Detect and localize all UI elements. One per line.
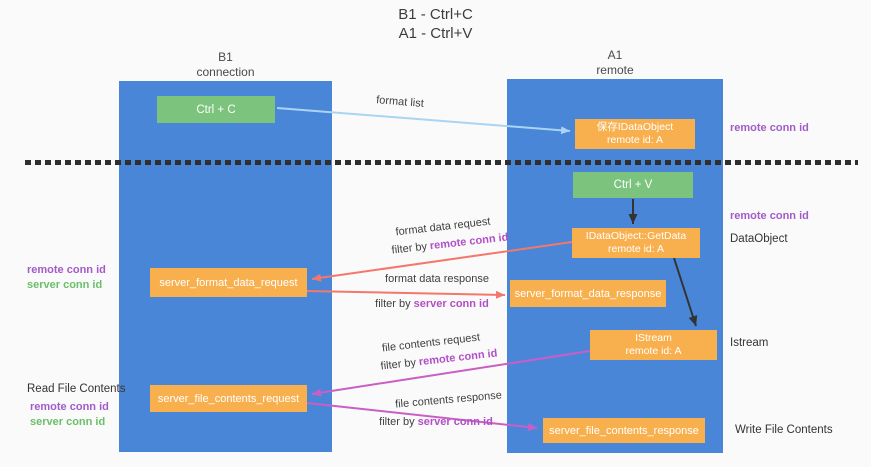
node-ctrl-v: Ctrl + V — [573, 172, 693, 198]
node-idataobject-getdata-line1: IDataObject::GetData — [585, 230, 687, 242]
node-idataobject-getdata-line2: remote id: A — [607, 243, 665, 255]
filter-by-text: filter by — [375, 298, 411, 310]
node-save-idataobject: 保存IDataObject remote id: A — [575, 119, 695, 149]
node-istream: IStream remote id: A — [590, 330, 717, 360]
node-server-file-contents-response: server_file_contents_response — [543, 418, 705, 443]
node-server-file-contents-response-label: server_file_contents_response — [549, 424, 699, 437]
node-ctrl-v-label: Ctrl + V — [613, 179, 653, 191]
node-server-format-data-response: server_format_data_response — [510, 280, 666, 307]
annotation-dataobject: DataObject — [730, 233, 788, 245]
lifeline-header-b1: B1 connection — [119, 50, 332, 80]
filter-key-server-conn-id: server conn id — [413, 298, 489, 310]
diagram-title-line2: A1 - Ctrl+V — [398, 25, 473, 42]
node-save-idataobject-line1: 保存IDataObject — [596, 121, 674, 133]
arrow-file-contents-request — [311, 350, 591, 397]
node-istream-line1: IStream — [635, 332, 672, 344]
lifeline-b1-role: connection — [196, 65, 255, 79]
annotation-left-server-conn-id-2: server conn id — [30, 416, 106, 428]
node-ctrl-c-label: Ctrl + C — [196, 103, 236, 116]
arrow-format-data-response — [306, 290, 506, 299]
annotation-left-remote-conn-id-1: remote conn id — [27, 264, 106, 276]
arrow-file-contents-response — [306, 402, 538, 432]
filter-key-server-conn-id: server conn id — [417, 416, 493, 428]
lifeline-a1-role: remote — [596, 63, 634, 77]
node-server-format-data-request-label: server_format_data_request — [159, 276, 298, 289]
arrow-getdata-to-istream — [673, 257, 698, 327]
annotation-remote-conn-id-mid: remote conn id — [730, 210, 809, 222]
annotation-left-remote-conn-id-2: remote conn id — [30, 401, 109, 413]
annotation-istream: Istream — [730, 337, 769, 349]
flow-label-format-data-response: format data response — [385, 273, 489, 285]
node-server-format-data-request: server_format_data_request — [150, 268, 307, 297]
machine-boundary-dashed-line — [25, 160, 858, 165]
lifeline-b1-name: B1 — [218, 50, 233, 64]
arrow-format-data-request — [311, 241, 573, 282]
node-save-idataobject-line2: remote id: A — [606, 134, 664, 146]
node-server-file-contents-request-label: server_file_contents_request — [157, 392, 300, 405]
node-server-format-data-response-label: server_format_data_response — [514, 287, 662, 300]
node-server-file-contents-request: server_file_contents_request — [150, 385, 307, 412]
node-ctrl-c: Ctrl + C — [157, 96, 275, 123]
annotation-remote-conn-id-top: remote conn id — [730, 122, 809, 134]
annotation-left-server-conn-id-1: server conn id — [27, 279, 103, 291]
diagram-title-line1: B1 - Ctrl+C — [398, 6, 473, 23]
lifeline-header-a1: A1 remote — [507, 48, 723, 78]
node-idataobject-getdata: IDataObject::GetData remote id: A — [572, 228, 700, 258]
node-istream-line2: remote id: A — [625, 345, 682, 357]
arrow-format-list — [276, 107, 571, 135]
lifeline-a1-name: A1 — [607, 48, 623, 62]
annotation-write-file-contents: Write File Contents — [735, 424, 833, 436]
filter-by-text: filter by — [379, 416, 415, 428]
annotation-read-file-contents: Read File Contents — [27, 383, 126, 395]
